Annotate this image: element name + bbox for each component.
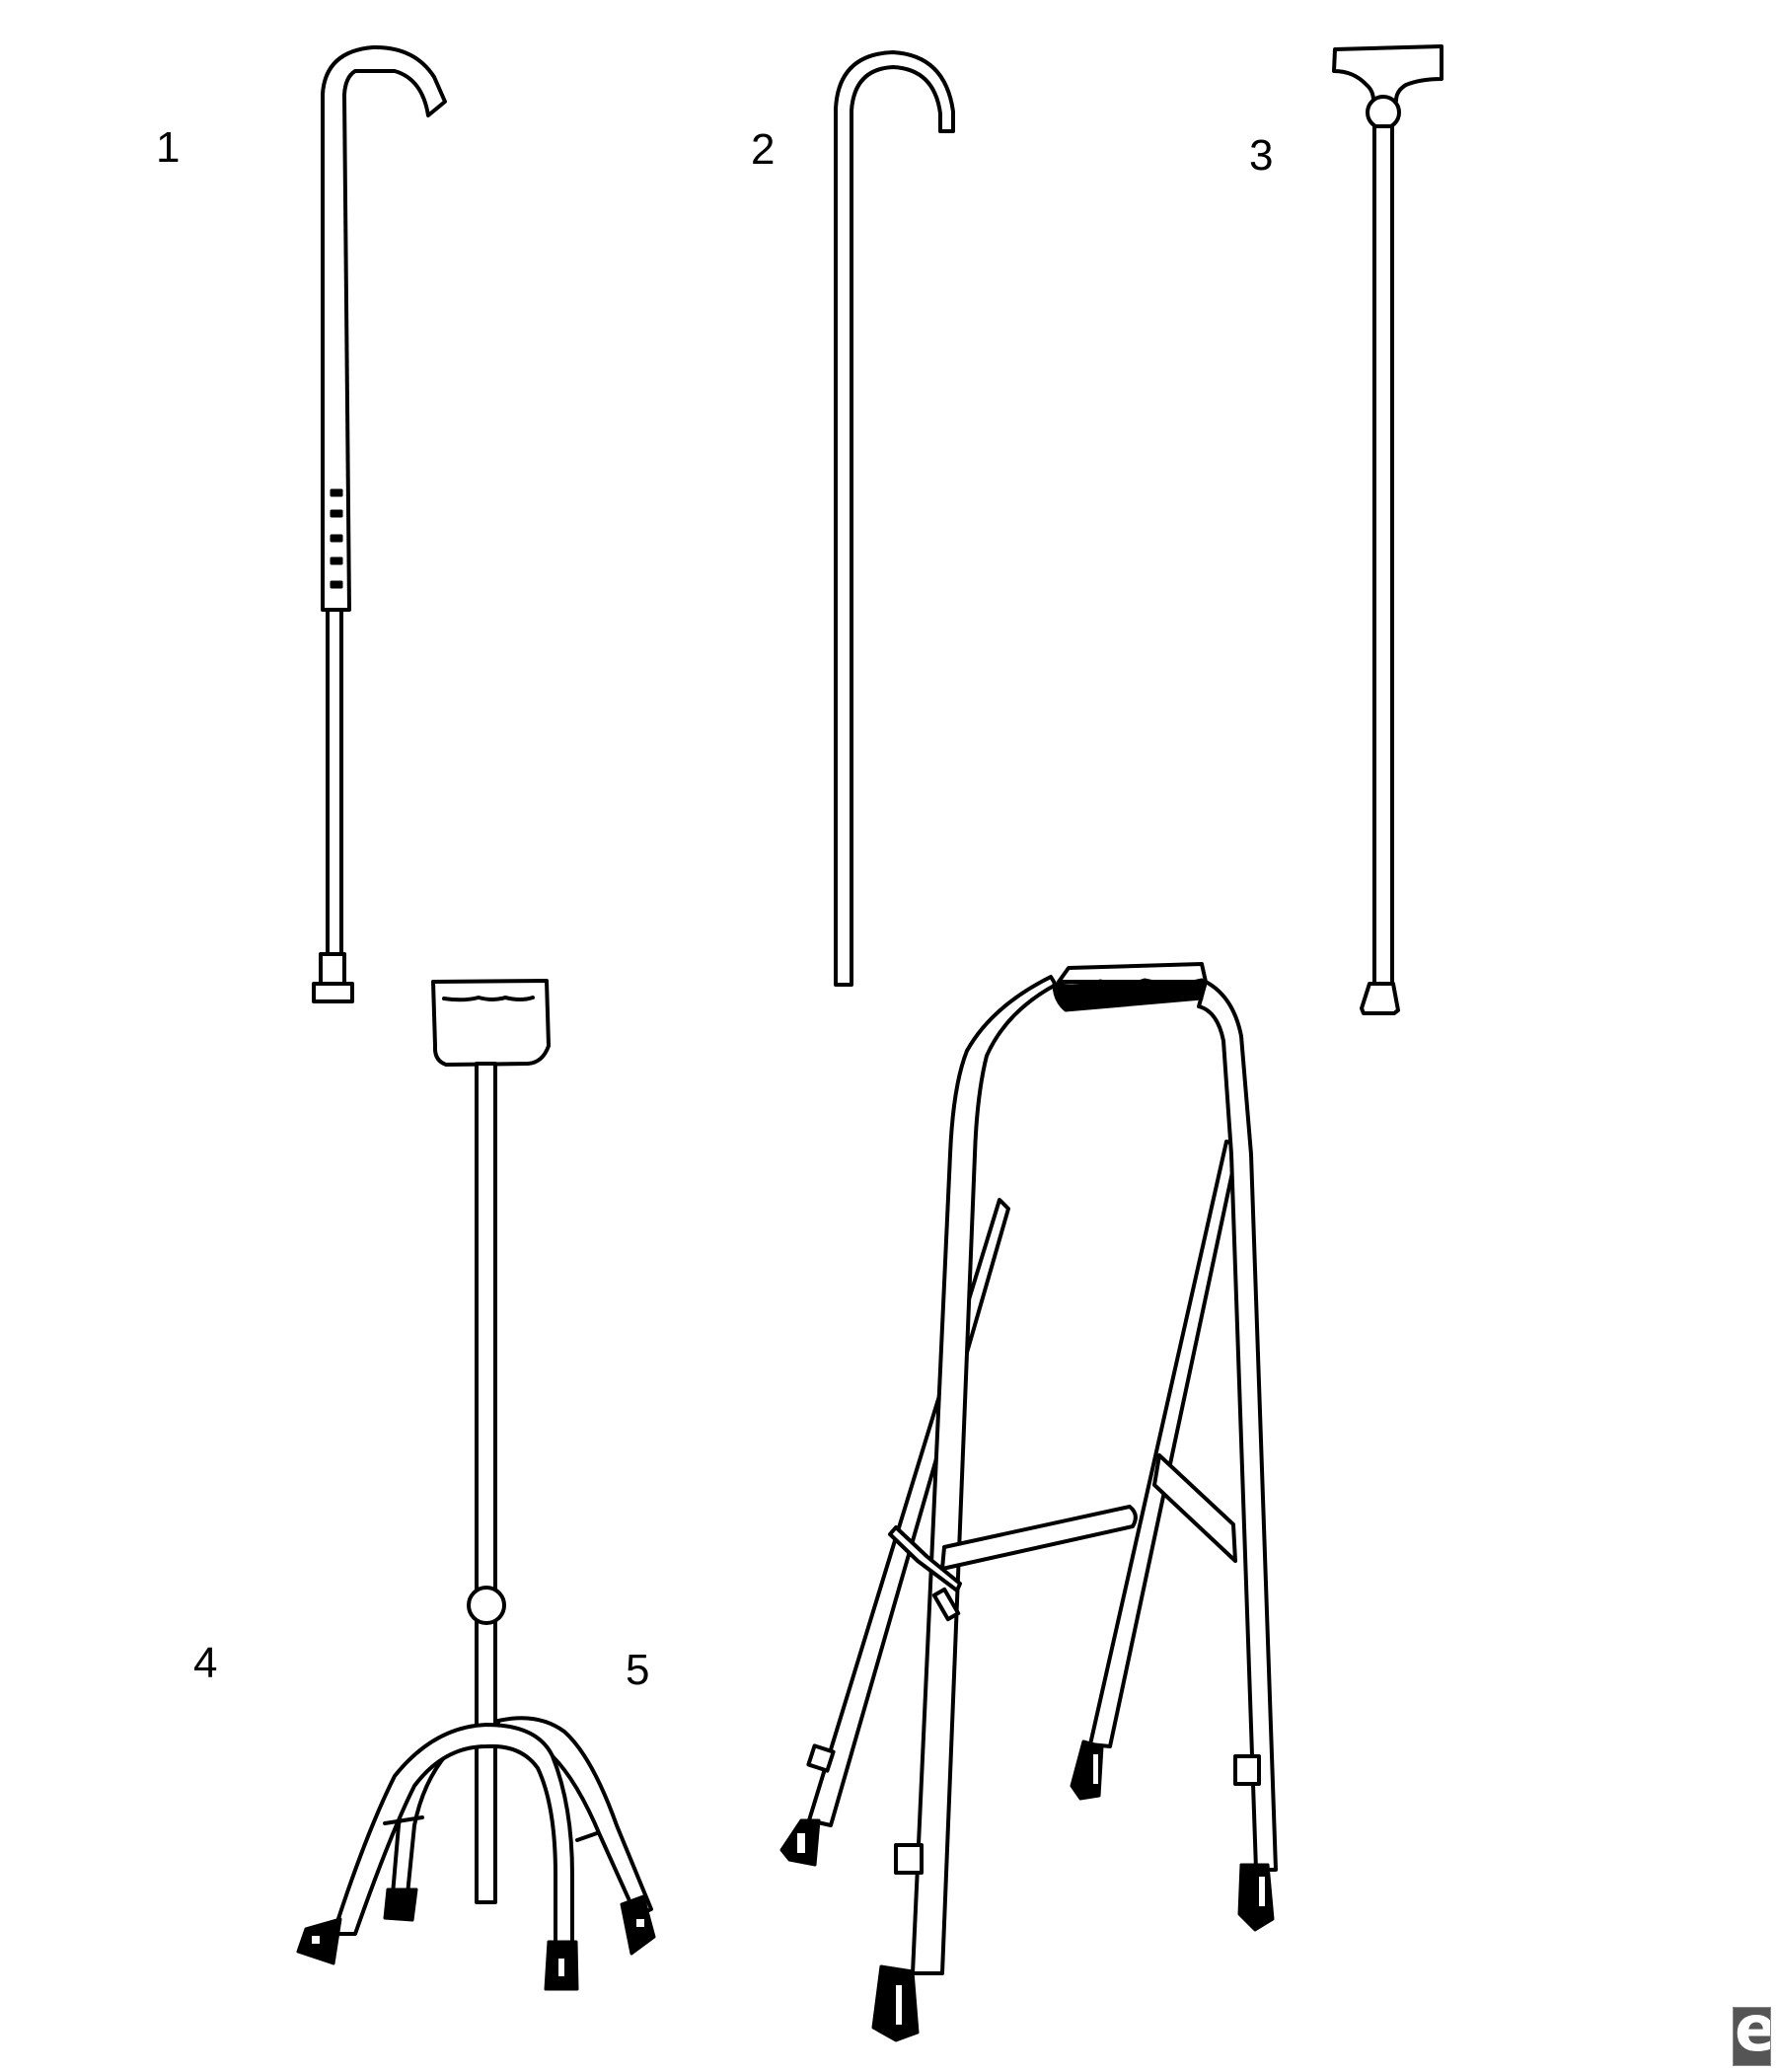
cane-1-tip-base [312, 982, 354, 1003]
label-2: 2 [751, 125, 776, 174]
label-1: 1 [156, 123, 181, 172]
watermark-glyph: e [1735, 2008, 1770, 2061]
walker-5-hemi [779, 962, 1278, 2042]
watermark-e-logo-icon: e [1733, 2007, 1771, 2066]
cane-2-crook [834, 50, 955, 987]
quad-foot-back-left [383, 1887, 418, 1922]
cane-3-t-handle [1332, 44, 1443, 1015]
quad-cane-handle [431, 979, 551, 1067]
label-3: 3 [1249, 131, 1274, 180]
label-5: 5 [626, 1646, 650, 1694]
quad-cane-adjuster [467, 1586, 506, 1625]
walker-foot-front-right [1237, 1863, 1275, 1932]
adjustment-holes [330, 488, 343, 589]
walker-hand-grip [1052, 978, 1204, 1012]
cane-4-quad [296, 979, 656, 1991]
cane-1-adjustable-hook [312, 44, 447, 1003]
walker-foot-front-left [871, 1964, 920, 2042]
cane-3-tip [1360, 982, 1400, 1015]
cane-1-tip-collar [319, 952, 346, 986]
label-4: 4 [193, 1639, 218, 1687]
cane-3-ball-joint [1366, 95, 1401, 130]
